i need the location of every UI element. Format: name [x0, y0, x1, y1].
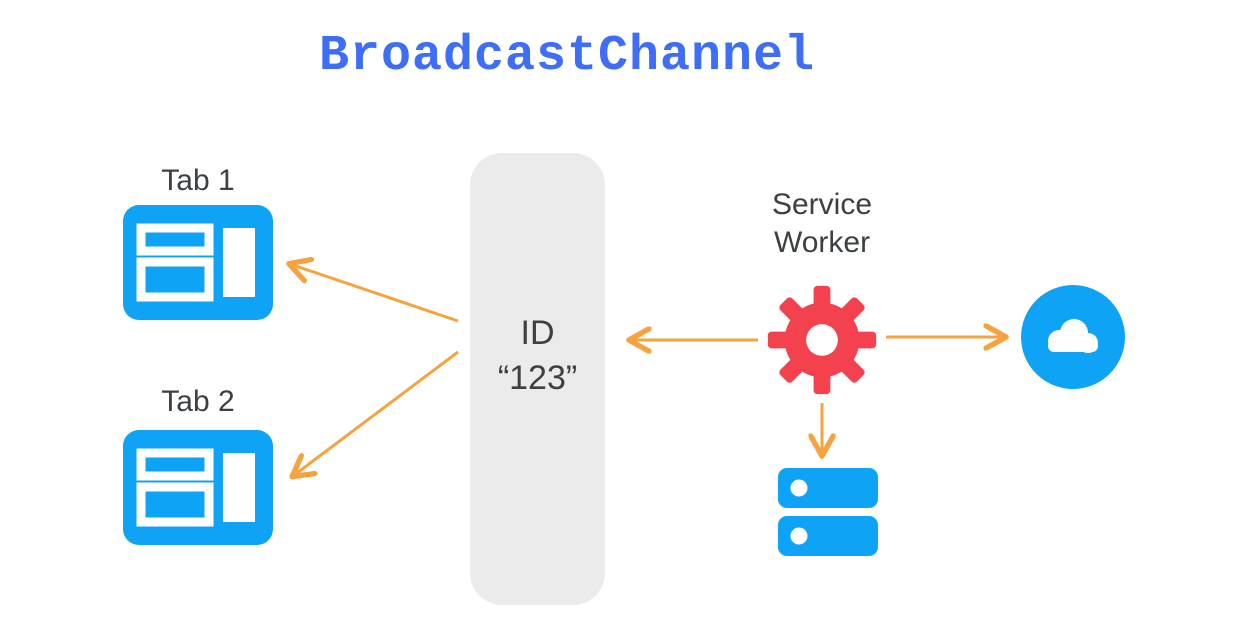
arrow-channel-to-tab2 — [293, 350, 459, 476]
server-icon — [778, 468, 878, 558]
service-worker-label: Service Worker — [771, 188, 873, 259]
tab1-label: Tab 1 — [161, 164, 235, 197]
tab2-browser-window-icon — [123, 430, 273, 545]
arrow-channel-to-tab1 — [290, 264, 459, 323]
channel-id-value: “123” — [497, 359, 578, 397]
tab2-label: Tab 2 — [161, 385, 235, 418]
tab1-browser-window-icon — [123, 205, 273, 320]
cloud-icon — [1021, 285, 1125, 389]
gear-icon — [766, 284, 878, 396]
diagram-title: BroadcastChannel — [318, 28, 816, 85]
channel-id-label: ID — [520, 314, 555, 352]
channel-text: ID “123” — [470, 311, 605, 401]
channel-node: ID “123” — [470, 153, 605, 605]
